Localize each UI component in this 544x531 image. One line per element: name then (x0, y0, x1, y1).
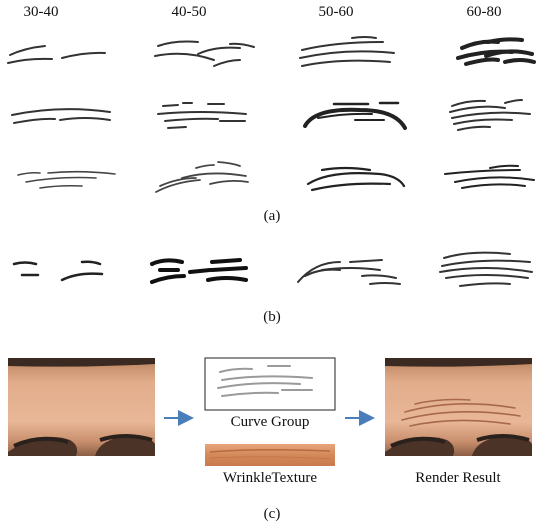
age-group-header-3: 50-60 (318, 4, 354, 20)
wrinkle-sample-60-80-row2 (449, 99, 531, 131)
subfigure-label-a: (a) (263, 208, 281, 224)
wrinkle-sample-b-2 (150, 258, 248, 284)
curve-group-box (204, 357, 336, 411)
wrinkle-sample-50-60-row2 (303, 101, 407, 130)
wrinkle-sample-30-40-row1 (7, 45, 106, 64)
age-group-header-2: 40-50 (171, 4, 207, 20)
wrinkle-sample-60-80-row1 (456, 37, 536, 66)
wrinkle-sample-50-60-row1 (299, 36, 395, 67)
wrinkle-sample-b-3 (297, 259, 401, 285)
input-forehead-photo (8, 358, 155, 456)
wrinkle-texture-strip (205, 444, 335, 466)
wrinkle-texture-label: WrinkleTexture (222, 470, 318, 486)
render-result-label: Render Result (415, 470, 501, 486)
age-group-header-4: 60-80 (466, 4, 502, 20)
age-group-header-1: 30-40 (23, 4, 59, 20)
wrinkle-sample-30-40-row2 (11, 108, 111, 124)
subfigure-label-b: (b) (263, 309, 281, 325)
render-result-photo (385, 358, 532, 456)
wrinkle-sample-40-50-row3 (155, 161, 249, 193)
wrinkle-sample-b-1 (12, 260, 104, 282)
wrinkle-sample-30-40-row3 (17, 170, 116, 189)
wrinkle-sample-50-60-row3 (306, 166, 406, 192)
curve-group-label: Curve Group (230, 414, 310, 430)
wrinkle-sample-40-50-row2 (157, 102, 247, 129)
wrinkle-sample-60-80-row3 (444, 164, 535, 189)
wrinkle-sample-b-4 (439, 251, 533, 287)
wrinkle-sample-40-50-row1 (154, 40, 255, 67)
subfigure-label-c: (c) (263, 506, 281, 522)
